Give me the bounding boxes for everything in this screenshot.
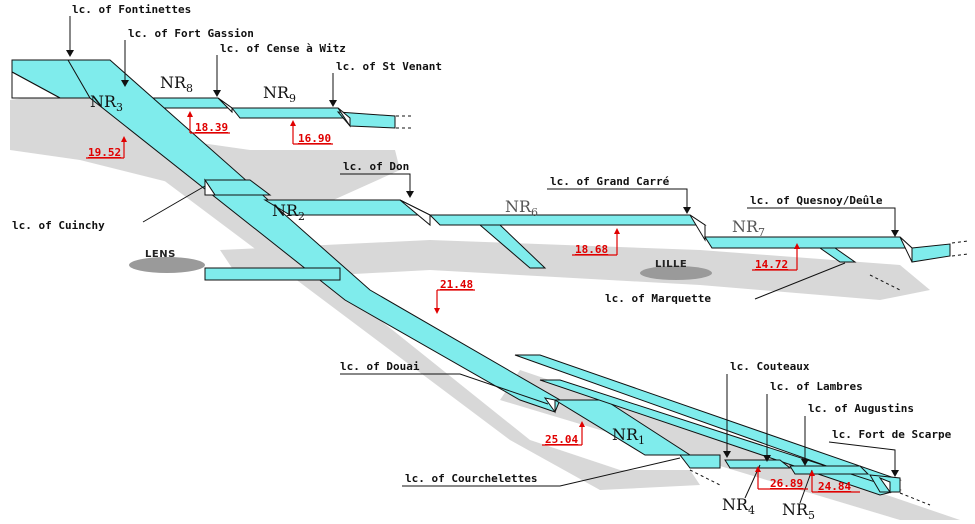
- lock-wall: [337, 107, 351, 128]
- lock-marquette-label: lc. of Marquette: [605, 292, 711, 305]
- elevation-24-84: 24.84: [809, 470, 860, 493]
- elevation-18-68: 18.68: [572, 228, 620, 256]
- lock-don-label: lc. of Don: [343, 160, 409, 173]
- reach-nr9-end: [336, 111, 396, 129]
- arrowhead: [66, 50, 74, 57]
- elevation-value: 16.90: [298, 132, 331, 145]
- lock-grand-carre-arrow: [547, 188, 688, 212]
- lock-augustins-label: lc. of Augustins: [808, 402, 914, 415]
- arrowhead: [723, 451, 731, 458]
- city-lille-ellipse: [640, 266, 712, 280]
- lock-fort-gassion-label: lc. of Fort Gassion: [128, 27, 254, 40]
- arrowhead: [891, 230, 899, 237]
- reach-nr7: [704, 236, 914, 249]
- lock-st-venant-label: lc. of St Venant: [336, 60, 442, 73]
- lock-wall: [217, 97, 233, 114]
- city-lens-label: LENS: [145, 249, 176, 260]
- elevation-25-04: 25.04: [542, 421, 585, 446]
- branch-marquette: [818, 247, 857, 263]
- city-lille-label: LILLE: [655, 259, 687, 270]
- reach-label-nr4: NR4: [722, 495, 755, 517]
- lock-quesnoy-deule-label: lc. of Quesnoy/Deûle: [750, 194, 883, 207]
- reach-label-nr6: NR6: [505, 197, 538, 219]
- lock-courchelettes-arrow: [402, 457, 681, 487]
- lock-wall: [878, 476, 891, 494]
- elevation-26-89: 26.89: [755, 466, 808, 490]
- reach-nr4: [724, 459, 792, 469]
- lock-wall: [899, 236, 913, 263]
- reach-nr1-end: [678, 454, 721, 469]
- elevation-value: 25.04: [545, 433, 578, 446]
- elevation-value: 18.68: [575, 243, 608, 256]
- elevation-value: 14.72: [755, 258, 788, 271]
- lock-quesnoy-deule-arrow: [747, 207, 896, 235]
- elevation-19-52: 19.52: [86, 136, 127, 159]
- lock-courchelettes-label: lc. of Courchelettes: [405, 472, 537, 485]
- city-lille: LILLE: [640, 259, 712, 280]
- arrowhead: [891, 470, 899, 477]
- lock-lambres-label: lc. of Lambres: [770, 380, 863, 393]
- reach-nr5: [789, 465, 870, 475]
- lock-douai-label: lc. of Douai: [340, 360, 420, 373]
- lock-wall: [689, 214, 706, 242]
- lock-douai-arrow: [340, 373, 549, 405]
- lock-wall: [11, 71, 61, 99]
- elevation-value: 18.39: [195, 121, 228, 134]
- reach-labels: NR3 NR8 NR9 NR2 NR6 NR7 NR1 NR4 NR5: [90, 73, 815, 522]
- lock-cense-witz-label: lc. of Cense à Witz: [220, 42, 346, 55]
- elevation-value: 26.89: [770, 477, 803, 490]
- elevation-18-39: 18.39: [187, 111, 230, 134]
- continuations: [396, 115, 969, 506]
- reach-nr9: [230, 107, 352, 119]
- reach-label-nr7: NR7: [732, 217, 765, 239]
- city-lens: LENS: [129, 249, 205, 273]
- lock-wall: [204, 178, 216, 196]
- arrowhead: [683, 207, 691, 214]
- reach-nr7-end: [911, 243, 951, 263]
- canal-network: [11, 59, 951, 496]
- elevation-21-48: 21.48: [434, 278, 475, 314]
- lock-don-arrow: [340, 173, 411, 196]
- arrowhead: [763, 455, 771, 462]
- reach-label-nr5: NR5: [782, 500, 815, 522]
- lock-cuinchy-label: lc. of Cuinchy: [12, 219, 105, 232]
- arrowhead: [329, 100, 337, 107]
- reach-label-nr2: NR2: [272, 201, 305, 223]
- lock-fort-de-scarpe-label: lc. Fort de Scarpe: [832, 428, 952, 441]
- lock-fontinettes-label: lc. of Fontinettes: [72, 3, 191, 16]
- lock-couteaux-label: lc. Couteaux: [730, 360, 810, 373]
- branch-nr6-down: [478, 224, 547, 269]
- arrowhead: [213, 90, 221, 97]
- reach-nr6: [428, 214, 707, 226]
- reach-label-nr1: NR1: [612, 425, 645, 447]
- elevation-markers: 19.52 18.39 16.90 18.68 14.72: [86, 111, 860, 493]
- lock-grand-carre-label: lc. of Grand Carré: [550, 175, 670, 188]
- lock-fort-de-scarpe-arrow: [828, 441, 896, 475]
- lock-cuinchy-arrow: [142, 185, 206, 223]
- elevation-value: 24.84: [818, 480, 851, 493]
- branch-lens: [204, 267, 341, 281]
- elevation-value: 21.48: [440, 278, 473, 291]
- arrowhead: [801, 459, 809, 466]
- arrowhead: [121, 80, 129, 87]
- lock-marquette-arrow: [754, 262, 846, 300]
- reach-label-nr3: NR3: [90, 92, 123, 114]
- lock-labels: lc. of Fontinettes lc. of Fort Gassion l…: [12, 3, 952, 487]
- arrowhead: [406, 191, 414, 198]
- elevation-value: 19.52: [88, 146, 121, 159]
- city-lens-ellipse: [129, 257, 205, 273]
- elevation-14-72: 14.72: [752, 243, 800, 271]
- reach-label-nr8: NR8: [160, 73, 193, 95]
- lock-wall: [543, 397, 556, 414]
- lock-wall: [399, 199, 431, 227]
- elevation-16-90: 16.90: [290, 120, 333, 145]
- reach-label-nr9: NR9: [263, 83, 296, 105]
